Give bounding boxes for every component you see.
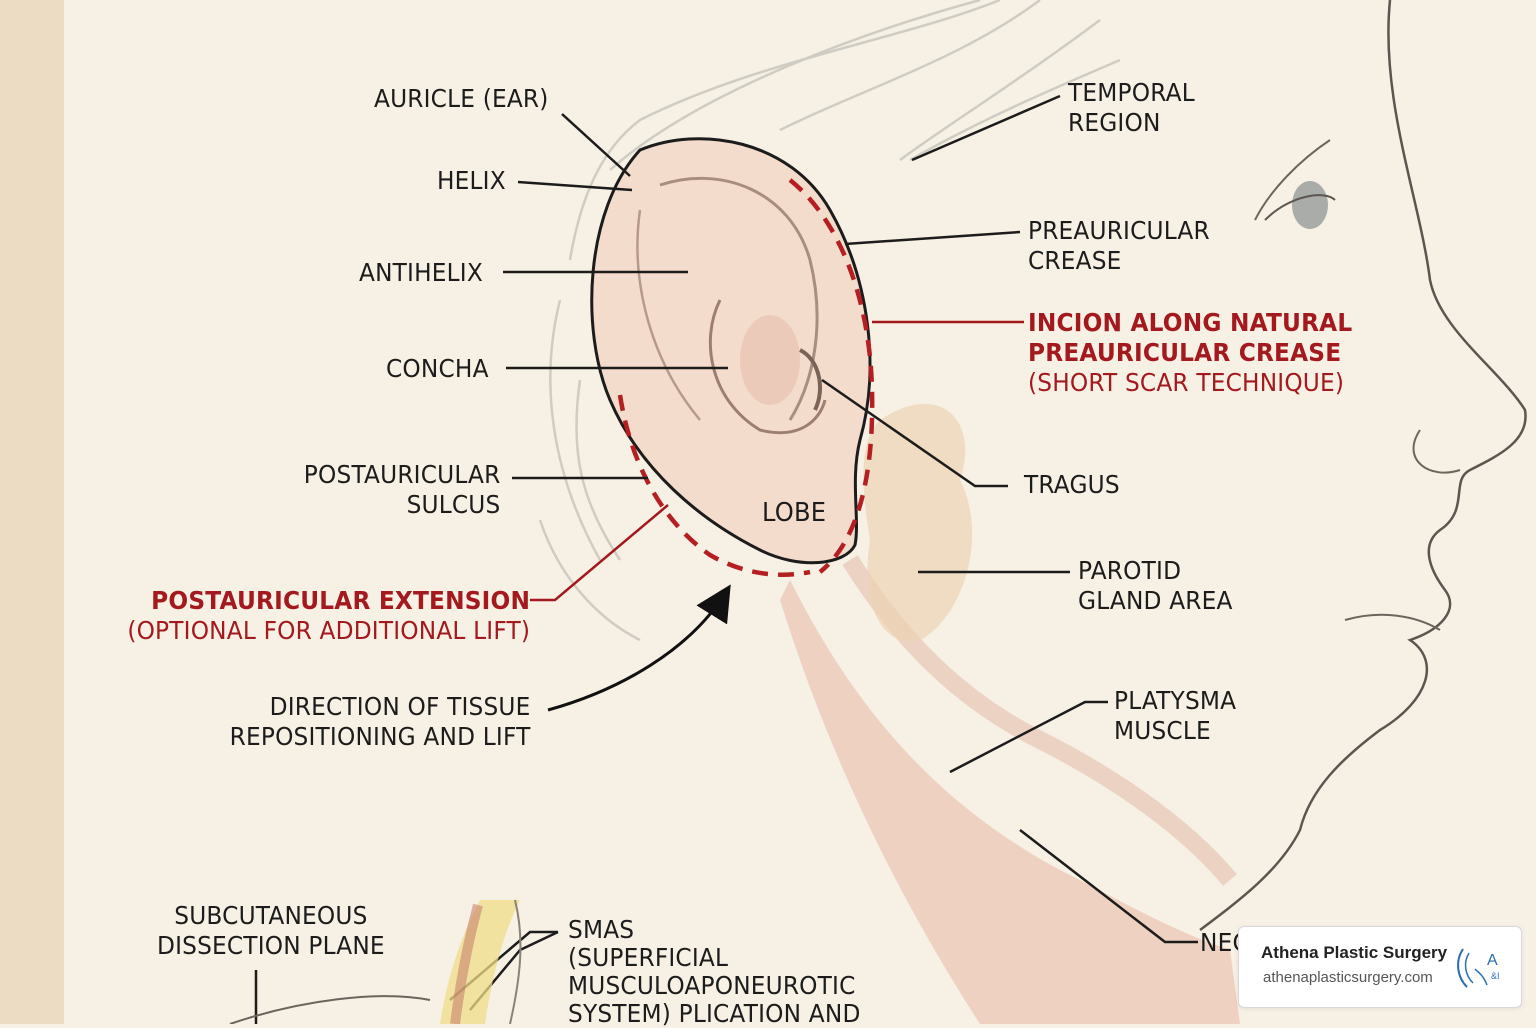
label-auricle: AURICLE (EAR) (374, 84, 549, 113)
svg-text:&I: &I (1491, 971, 1500, 981)
badge-name: Athena Plastic Surgery (1261, 943, 1448, 962)
label-parotid: PAROTID GLAND AREA (1078, 556, 1233, 615)
arrow-icon (547, 584, 731, 712)
badge-url: athenaplasticsurgery.com (1263, 969, 1433, 986)
leader-lines (254, 94, 1198, 1024)
face (1199, 0, 1527, 931)
margin-strip (0, 0, 64, 1024)
label-subcutaneous: SUBCUTANEOUS DISSECTION PLANE (156, 901, 385, 960)
label-temporal-region: TEMPORAL REGION (1068, 78, 1195, 137)
label-helix: HELIX (437, 166, 506, 195)
red-leader-lines (530, 320, 1024, 602)
label-postauricular-sulcus: POSTAURICULAR SULCUS (303, 460, 500, 519)
incision-line (617, 178, 875, 577)
label-direction: DIRECTION OF TISSUE REPOSITIONING AND LI… (229, 692, 530, 751)
athena-logo-icon: A &I (1457, 948, 1500, 988)
label-postauricular-extension: POSTAURICULAR EXTENSION (OPTIONAL FOR AD… (127, 586, 530, 645)
label-preauricular-crease: PREAURICULAR CREASE (1028, 216, 1210, 275)
hair (538, 0, 1121, 642)
watermark-badge[interactable]: Athena Plastic Surgery athenaplasticsurg… (1238, 926, 1522, 1008)
label-tragus: TRAGUS (1024, 470, 1120, 499)
label-platysma: PLATYSMA MUSCLE (1114, 686, 1237, 745)
label-lobe: LOBE (762, 498, 827, 528)
label-antihelix: ANTIHELIX (359, 258, 483, 287)
label-incision: INCΙΟΝ ALONG NATURAL PREAURICULAR CREASE… (1028, 308, 1353, 397)
tissue-inset (229, 899, 522, 1024)
neck-shading (780, 403, 1240, 1024)
label-smas: SMAS (SUPERFICIAL MUSCULOAPONEUROTIC SYS… (568, 915, 861, 1028)
svg-text:A: A (1487, 952, 1498, 969)
ear (590, 137, 872, 565)
label-concha: CONCHA (386, 354, 489, 383)
